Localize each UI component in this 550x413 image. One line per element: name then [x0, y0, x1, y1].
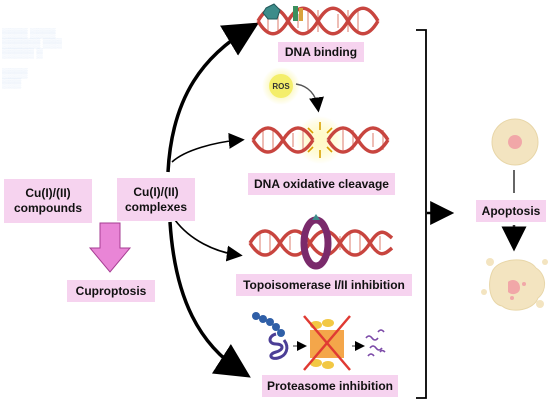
apoptosis-label: Apoptosis — [476, 200, 546, 222]
cuproptosis-label: Cuproptosis — [67, 280, 155, 302]
arrow-to-topoisomerase — [174, 219, 243, 262]
dna-helix-icon — [256, 3, 380, 36]
proteasome-pathway-icon — [252, 312, 386, 371]
faint-background-text: ▒▒▒▒ ▒▒▒▒▒▒▒▒▒▒ ▒▒▒▒▒▒▒▒ ▒▒▒▒▒▒▒▒ — [2, 28, 62, 88]
ros-label: ROS — [272, 81, 290, 91]
arrow-to-proteasome — [168, 221, 251, 378]
topoisomerase-ring-icon — [300, 216, 332, 270]
cleaved-dna-icon — [251, 116, 390, 164]
cu-compounds-label: Cu(I)/(II) compounds — [4, 179, 92, 223]
healthy-cell-icon — [491, 118, 539, 166]
dna-binding-label: DNA binding — [278, 42, 364, 62]
copper-complex-icon — [262, 3, 281, 20]
arrow-to-dna-binding — [166, 22, 260, 173]
topoisomerase-dna-icon — [248, 214, 394, 270]
topoisomerase-label: Topoisomerase I/II inhibition — [236, 274, 412, 296]
pink-down-arrow — [88, 222, 132, 273]
proteasome-label: Proteasome inhibition — [262, 375, 398, 397]
pathway-bracket — [416, 29, 455, 399]
arrow-to-dna-cleavage — [171, 132, 245, 163]
cu-complexes-label: Cu(I)/(II) complexes — [117, 178, 195, 221]
dna-cleavage-label: DNA oxidative cleavage — [248, 173, 395, 195]
branch-arrows — [166, 22, 260, 378]
ros-icon — [262, 67, 324, 113]
apoptotic-cell-icon — [481, 258, 548, 311]
